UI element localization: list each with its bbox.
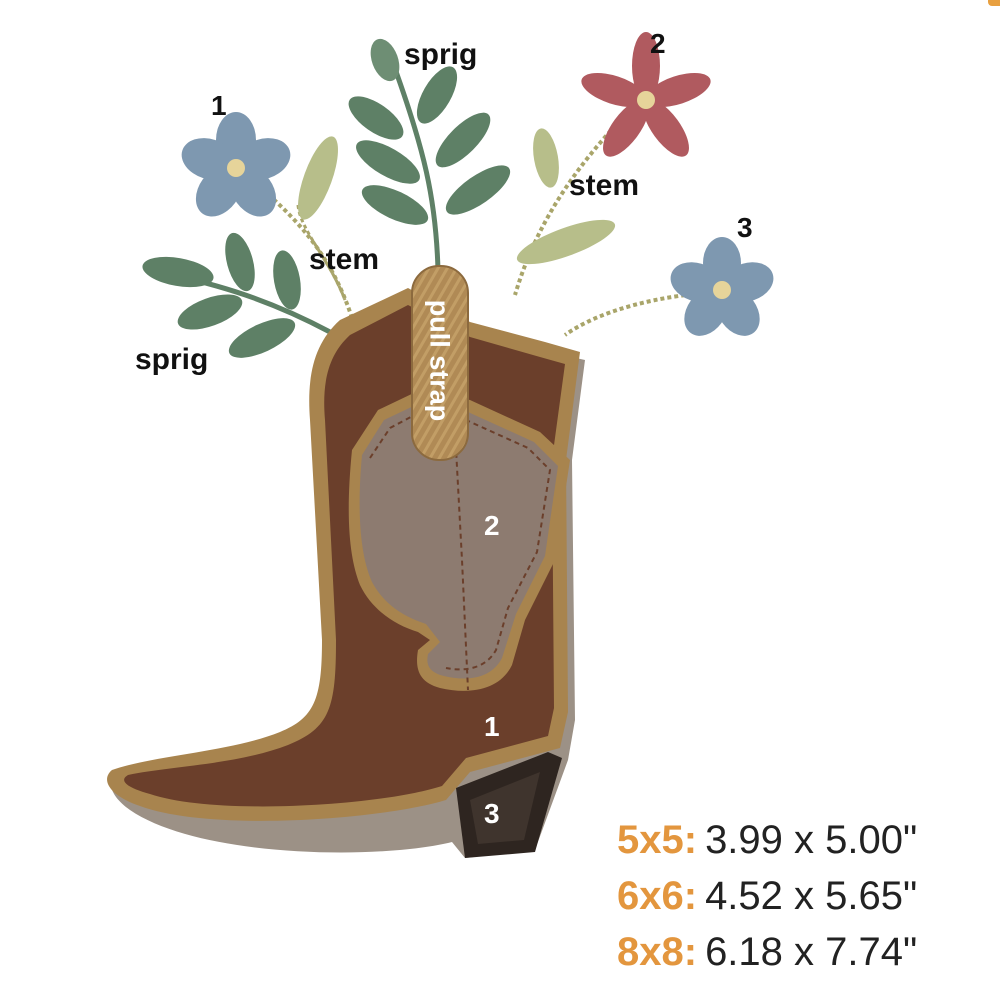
label-sprig-top: sprig [404, 38, 478, 71]
pull-strap-label-wrap: pull strap [414, 268, 464, 453]
light-leaves [298, 128, 616, 265]
size-key: 5x5: [617, 818, 698, 862]
label-boot-part-3: 3 [484, 798, 500, 829]
label-flower-3: 3 [737, 212, 753, 243]
label-sprig-left: sprig [135, 343, 209, 376]
sprig-top [348, 38, 511, 271]
flower-3 [670, 237, 774, 336]
label-pull-strap: pull strap [424, 299, 455, 422]
size-value: 6.18 x 7.74" [705, 930, 918, 974]
size-row-5x5: 5x5:3.99 x 5.00" [617, 812, 917, 868]
stem-far-right [563, 290, 721, 337]
pull-strap [411, 265, 469, 461]
label-boot-part-1: 1 [484, 711, 500, 742]
size-row-6x6: 6x6:4.52 x 5.65" [617, 868, 917, 924]
flower-2 [581, 32, 711, 157]
label-stem-right: stem [569, 169, 640, 202]
label-flower-2: 2 [650, 28, 666, 59]
size-value: 4.52 x 5.65" [705, 874, 918, 918]
label-stem-left: stem [309, 243, 380, 276]
flower-1 [181, 112, 291, 217]
size-value: 3.99 x 5.00" [705, 818, 918, 862]
size-key: 8x8: [617, 930, 698, 974]
sprig-left [142, 232, 332, 358]
size-list: 5x5:3.99 x 5.00" 6x6:4.52 x 5.65" 8x8:6.… [617, 812, 917, 980]
size-key: 6x6: [617, 874, 698, 918]
label-flower-1: 1 [211, 90, 227, 121]
size-row-8x8: 8x8:6.18 x 7.74" [617, 924, 917, 980]
label-boot-part-2: 2 [484, 510, 500, 541]
corner-accent-mark [988, 0, 1000, 6]
